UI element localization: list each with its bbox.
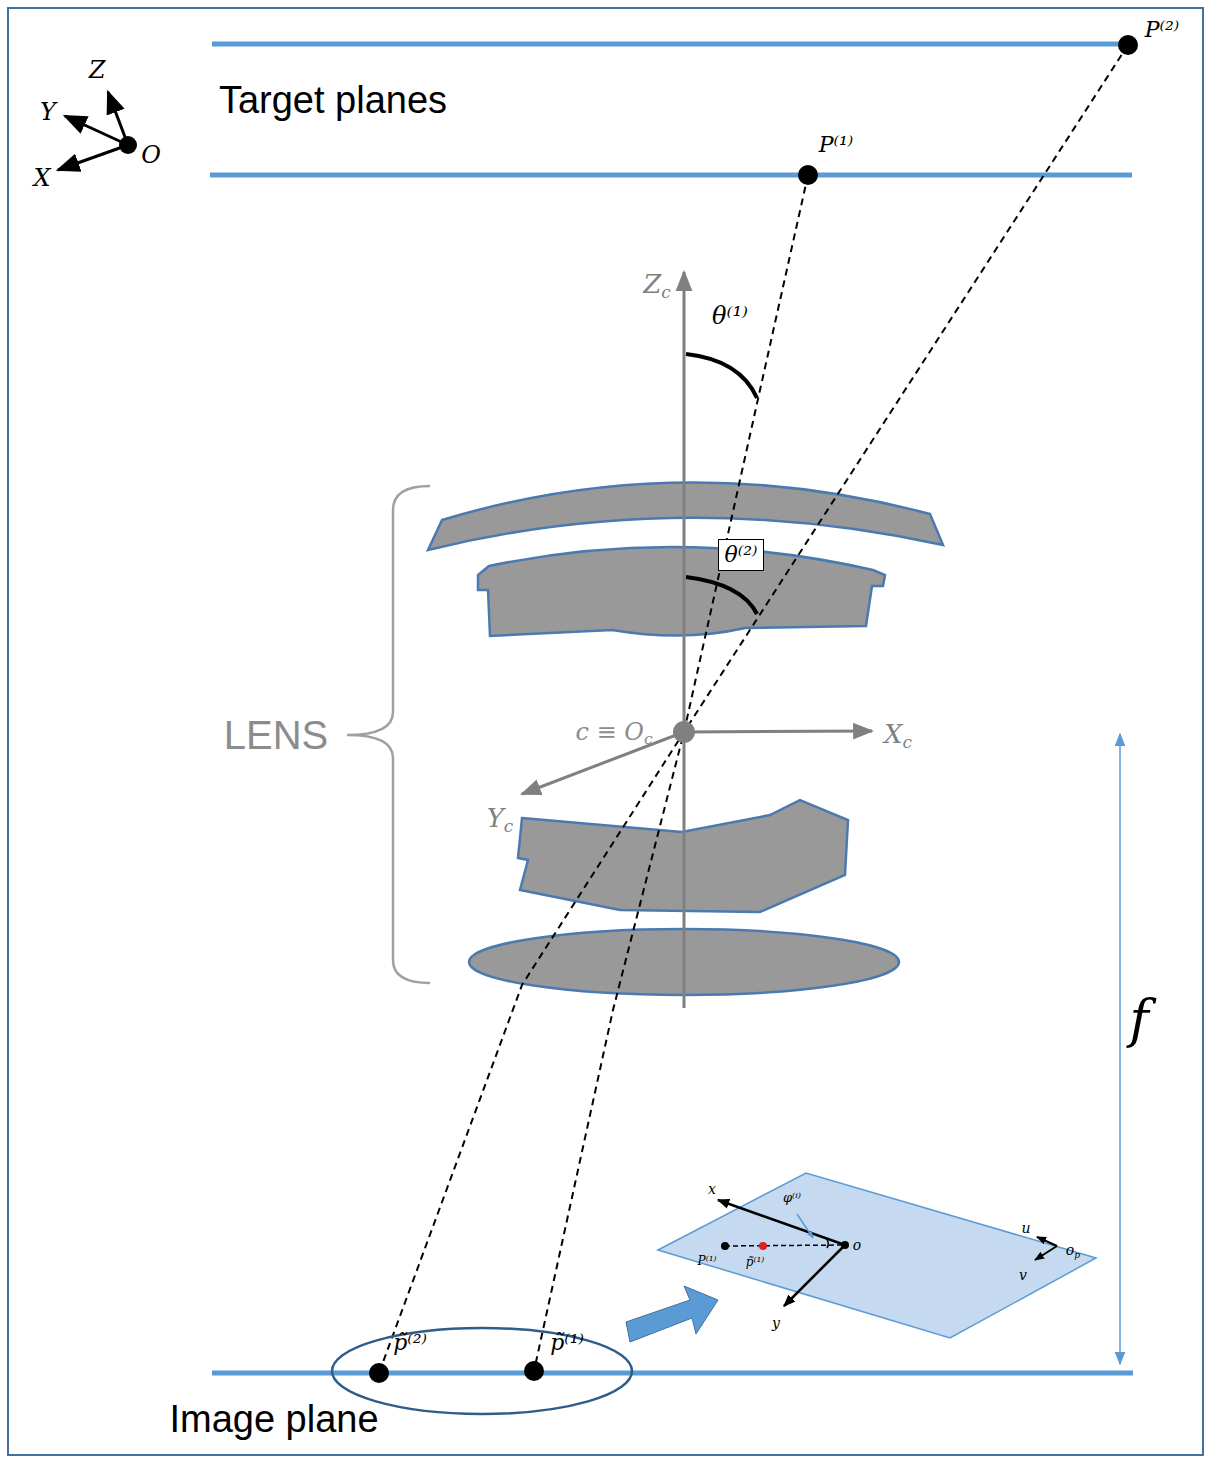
image-plane-inset-part bbox=[784, 1245, 845, 1306]
axis-label: X bbox=[33, 165, 50, 191]
axis-label: Yc bbox=[487, 804, 514, 833]
image-plane-inset bbox=[658, 1173, 1096, 1338]
lens-element-part bbox=[478, 547, 885, 636]
lens-brace-part bbox=[347, 486, 430, 983]
axis-label: Zc bbox=[643, 270, 671, 299]
world-axes-part bbox=[58, 145, 128, 170]
image-plane-inset-part bbox=[658, 1173, 1096, 1338]
plane-line-part bbox=[212, 42, 1128, 47]
point-marker-part bbox=[798, 165, 818, 185]
point-marker-part bbox=[1118, 35, 1138, 55]
plane-line-part bbox=[210, 173, 1132, 178]
image-plane-inset-part bbox=[721, 1242, 729, 1250]
origin-label: O bbox=[141, 142, 161, 168]
image-plane-inset-part bbox=[797, 1214, 813, 1238]
image-plane-inset-part bbox=[841, 1241, 849, 1249]
point-label: p̃⁽²⁾ bbox=[393, 1331, 427, 1355]
point-label: P⁽¹⁾ bbox=[819, 133, 853, 157]
camera-axes-part bbox=[684, 731, 872, 732]
image-plane-inset-part bbox=[1037, 1237, 1057, 1246]
camera-axes-part bbox=[683, 272, 686, 1008]
point-label: p̃⁽¹⁾ bbox=[550, 1331, 584, 1355]
image-plane-inset-part bbox=[725, 1245, 845, 1246]
point-marker-part bbox=[524, 1361, 544, 1381]
center-label: c ≡ Oc bbox=[575, 719, 652, 745]
point-marker bbox=[369, 35, 1138, 1383]
focal-length-dimension-part bbox=[1119, 734, 1121, 1364]
ray-line bbox=[379, 45, 1128, 1373]
camera-axes bbox=[522, 272, 872, 1008]
point-label: p̃⁽¹⁾ bbox=[746, 1256, 764, 1269]
axis-label: v bbox=[1019, 1268, 1027, 1283]
plane-label: Target planes bbox=[219, 80, 447, 122]
axis-label: Y bbox=[40, 99, 56, 125]
axis-label: u bbox=[1021, 1221, 1030, 1236]
angle-label: θ⁽¹⁾ bbox=[712, 303, 748, 329]
angle-label: θ⁽²⁾ bbox=[725, 543, 758, 567]
frame bbox=[8, 8, 1203, 1455]
image-plane-inset-part bbox=[1035, 1246, 1057, 1260]
world-axes-part bbox=[119, 136, 137, 154]
origin-label: op bbox=[1066, 1243, 1080, 1258]
angle-arc-part bbox=[686, 354, 757, 398]
plane-label: Image plane bbox=[169, 1399, 378, 1441]
part-name: LENS bbox=[224, 713, 329, 757]
lens-brace bbox=[347, 486, 430, 983]
point-label: P⁽²⁾ bbox=[1145, 18, 1179, 42]
ray-line-part bbox=[534, 175, 808, 1371]
point-marker-part bbox=[673, 721, 695, 743]
image-plane-inset-part bbox=[826, 1238, 828, 1248]
world-axes bbox=[58, 92, 137, 170]
zoom-callout-part bbox=[626, 1286, 718, 1342]
focal-length-dimension bbox=[1120, 734, 1121, 1364]
axis-label: Xc bbox=[884, 720, 912, 749]
axis-label: Z bbox=[89, 57, 106, 83]
image-plane-inset-part bbox=[759, 1242, 767, 1250]
axis-label: x bbox=[708, 1182, 716, 1197]
angle-label-box: θ⁽²⁾ bbox=[718, 539, 765, 571]
axis-label: y bbox=[772, 1316, 780, 1331]
origin-label: o bbox=[853, 1238, 861, 1253]
point-marker-part bbox=[369, 1363, 389, 1383]
angle-arc-part bbox=[686, 577, 757, 614]
angle-arc bbox=[686, 354, 757, 614]
plane-line bbox=[210, 44, 1133, 1373]
point-label: P⁽¹⁾ bbox=[698, 1255, 717, 1268]
plane-line-part bbox=[212, 1371, 1133, 1376]
angle-label: φ⁽ⁱ⁾ bbox=[783, 1191, 801, 1205]
dimension-label: f bbox=[1129, 991, 1148, 1048]
ray-line-part bbox=[379, 45, 1128, 1373]
world-axes-part bbox=[65, 116, 128, 145]
zoom-callout bbox=[332, 1286, 718, 1414]
